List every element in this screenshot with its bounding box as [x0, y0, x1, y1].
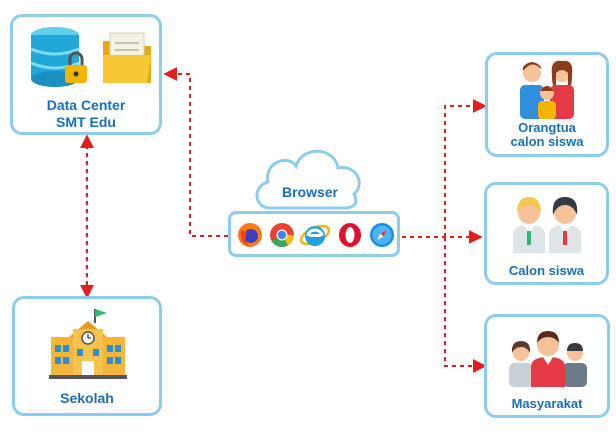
data-center-label-line2: SMT Edu — [56, 113, 116, 130]
opera-icon — [339, 223, 361, 247]
students-icon — [513, 197, 581, 253]
safari-icon — [370, 223, 394, 247]
masyarakat-label: Masyarakat — [511, 396, 583, 411]
family-icon — [520, 60, 574, 119]
orangtua-label: Orangtua calon siswa — [488, 120, 606, 150]
browser-to-datacenter-arrow — [163, 67, 228, 237]
chrome-icon — [270, 223, 294, 248]
browser-label: Browser — [281, 184, 339, 200]
orangtua-label-line2: calon siswa — [510, 134, 584, 150]
branch-to-masyarakat-arrow — [444, 237, 487, 373]
cloud-icon — [255, 149, 361, 210]
orangtua-card: Orangtua calon siswa — [485, 52, 609, 157]
masyarakat-card: Masyarakat — [484, 314, 610, 418]
calon-siswa-card: Calon siswa — [484, 182, 609, 285]
community-icon — [509, 331, 587, 387]
internet-explorer-icon — [299, 224, 331, 246]
database-lock-icon — [30, 27, 87, 87]
orangtua-label-line1: Orangtua — [518, 120, 576, 135]
sekolah-label: Sekolah — [60, 390, 114, 406]
browser-icons-box — [228, 211, 400, 257]
data-center-label: Data Center SMT Edu — [13, 97, 159, 131]
branch-to-orangtua-arrow — [444, 99, 487, 237]
folder-icon — [103, 32, 151, 83]
firefox-icon — [238, 223, 262, 247]
sekolah-card: Sekolah — [12, 296, 162, 416]
calon-siswa-label: Calon siswa — [508, 263, 585, 278]
data-center-card: Data Center SMT Edu — [10, 14, 162, 135]
data-center-label-line1: Data Center — [46, 97, 126, 113]
school-building-icon — [49, 309, 127, 379]
